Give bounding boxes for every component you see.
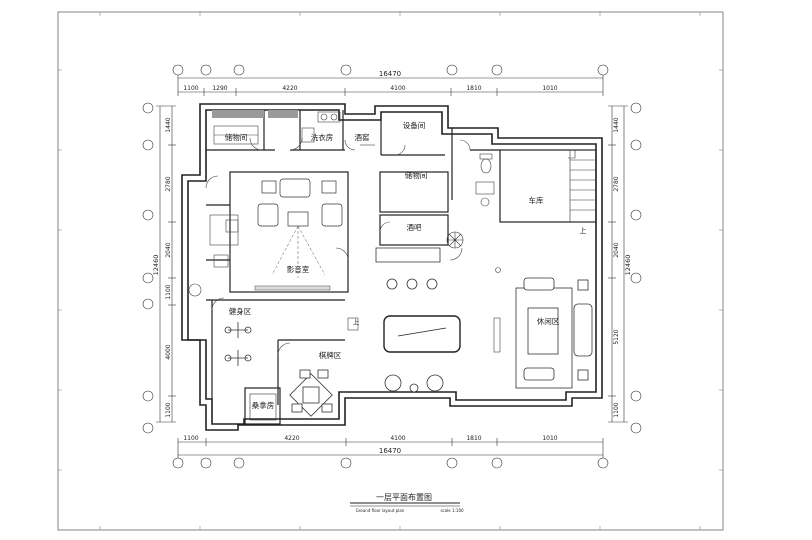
sauna-bench (249, 393, 277, 421)
label-up-stair: 上 (580, 226, 587, 235)
right-dim-3: 2040 (613, 242, 620, 257)
room-bar: 酒吧 (407, 223, 422, 232)
right-axis-bubbles (630, 102, 642, 434)
left-segment-labels: 1440 2780 2040 1100 4000 1100 (165, 117, 172, 417)
bottom-overall-dimension: 16470 (379, 447, 401, 455)
room-equipment: 设备间 (403, 120, 426, 130)
top-dim-4: 4100 (390, 85, 405, 92)
bottom-dim-5: 1010 (542, 435, 557, 442)
top-dim-6: 1010 (542, 85, 557, 92)
bottom-dim-2: 4220 (284, 435, 299, 442)
room-labels: 储物间 洗衣房 酒窖 设备间 储物间 酒吧 影音室 休闲区 健身区 棋牌区 桑拿… (225, 120, 587, 410)
theater-projection-lines (271, 225, 326, 278)
room-sauna: 桑拿房 (252, 400, 275, 410)
step-marker (347, 317, 359, 331)
left-dim-3: 2040 (165, 242, 172, 257)
room-theater: 影音室 (287, 264, 310, 274)
top-overall-dimension: 16470 (379, 70, 401, 78)
room-wine: 酒窖 (355, 132, 370, 142)
toilet-fixture (475, 153, 495, 207)
plan-subtitle: Ground floor layout plan (356, 508, 405, 513)
room-laundry: 洗衣房 (311, 132, 334, 142)
top-dim-5: 1810 (466, 85, 481, 92)
bottom-axis-bubbles (172, 457, 609, 469)
bar-counter (375, 247, 441, 263)
door-swings (205, 137, 471, 356)
top-axis-bubbles (172, 64, 609, 76)
billiard-cue (397, 327, 447, 337)
right-dim-2: 2780 (613, 176, 620, 191)
cue-rack (493, 317, 501, 353)
right-segment-labels: 1440 2780 2040 5120 1100 (613, 117, 620, 417)
floor-drain (495, 267, 501, 273)
plan-title: 一层平面布置图 (376, 492, 432, 502)
lounge-chairs (384, 374, 444, 393)
room-storage1: 储物间 (225, 132, 248, 142)
fitness-equipment (224, 322, 252, 366)
right-dimension-lines (608, 105, 628, 423)
laundry-fixtures (301, 111, 341, 143)
staircase (568, 149, 597, 223)
right-dim-1: 1440 (613, 117, 620, 132)
storage1-shelves (213, 125, 259, 145)
left-dim-2: 2780 (165, 176, 172, 191)
chess-table (289, 369, 333, 417)
room-storage2: 储物间 (405, 170, 428, 180)
theater-screen (254, 285, 331, 291)
frame-ticks (58, 12, 723, 530)
plan-scale: scale 1:100 (440, 508, 464, 513)
bottom-dimension-lines (177, 438, 604, 459)
wall-fill-blocks (212, 110, 298, 118)
top-dim-1: 1100 (183, 85, 198, 92)
left-axis-bubbles (142, 102, 154, 434)
top-dimension-lines (177, 74, 604, 96)
bottom-dim-3: 4100 (390, 435, 405, 442)
bottom-dim-4: 1810 (466, 435, 481, 442)
plant-decor (446, 231, 464, 249)
left-dim-5: 4000 (165, 344, 172, 359)
billiard-table (383, 315, 461, 353)
room-fitness: 健身区 (229, 306, 252, 316)
right-dim-4: 5120 (613, 329, 620, 344)
left-dim-6: 1100 (165, 402, 172, 417)
exterior-walls (181, 103, 603, 431)
top-dim-3: 4220 (282, 85, 297, 92)
room-garage: 车库 (529, 195, 544, 205)
office-desk (188, 214, 239, 297)
theater-seats (257, 178, 343, 227)
top-segment-labels: 1100 1290 4220 4100 1810 1010 (183, 85, 557, 92)
bottom-segment-labels: 1100 4220 4100 1810 1010 (183, 435, 557, 442)
left-dim-1: 1440 (165, 117, 172, 132)
right-overall-dimension: 12460 (624, 255, 632, 276)
bar-stools (386, 278, 438, 290)
room-chess: 棋牌区 (319, 350, 342, 360)
bottom-dim-1: 1100 (183, 435, 198, 442)
left-overall-dimension: 12460 (152, 255, 160, 276)
left-dim-4: 1100 (165, 284, 172, 299)
left-dimension-lines (156, 105, 176, 423)
label-up-small: 上 (353, 317, 360, 326)
sheet-frame (57, 11, 724, 531)
lounge-sofa-group (515, 277, 593, 389)
right-dim-5: 1100 (613, 402, 620, 417)
room-lounge: 休闲区 (537, 316, 560, 326)
top-dim-2: 1290 (212, 85, 227, 92)
